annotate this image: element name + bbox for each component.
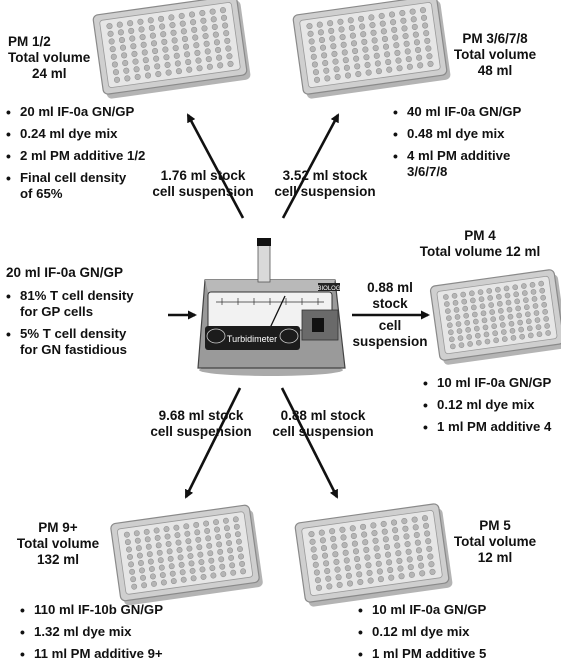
pm9-header: PM 9+ Total volume 132 ml (8, 520, 108, 568)
plate-pm5-icon (294, 503, 453, 607)
pm3678-list: 40 ml IF-0a GN/GP 0.48 ml dye mix 4 ml P… (393, 104, 558, 186)
label-arrow-pm3678: 3.52 ml stock cell suspension (270, 168, 380, 200)
arrow-to-pm12 (186, 113, 245, 219)
inoculum-gn-line2: for GN fastidious (20, 342, 127, 357)
brand-label: BIOLOG (317, 286, 340, 292)
pm5-header: PM 5 Total volume 12 ml (440, 518, 550, 566)
pm3678-title: PM 3/6/7/8 (462, 31, 528, 46)
pm9-list: 110 ml IF-10b GN/GP 1.32 ml dye mix 11 m… (20, 602, 190, 668)
list-item: 0.12 ml dye mix (423, 397, 561, 413)
arrow-pm4-line3: cell (378, 318, 402, 333)
list-item: 0.48 ml dye mix (393, 126, 558, 142)
arrow-pm3678-line2: cell suspension (274, 184, 376, 199)
pm12-amount: 24 ml (32, 66, 67, 81)
pm9-volume: Total volume (16, 536, 100, 551)
list-item: 1 ml PM additive 5 (358, 646, 528, 662)
label-arrow-pm12: 1.76 ml stock cell suspension (148, 168, 258, 200)
arrow-to-pm5 (280, 387, 339, 499)
pm9-title: PM 9+ (38, 520, 78, 535)
list-item: 10 ml IF-0a GN/GP (358, 602, 528, 618)
arrow-pm5-line2: cell suspension (272, 424, 374, 439)
label-arrow-pm5: 0.88 ml stock cell suspension (268, 408, 378, 440)
pm12-density-line2: of 65% (20, 186, 63, 201)
pm5-title: PM 5 (479, 518, 511, 533)
list-item: 20 ml IF-0a GN/GP (6, 104, 156, 120)
pm5-volume: Total volume (453, 534, 537, 549)
arrow-pm9-line1: 9.68 ml stock (158, 408, 244, 423)
arrow-to-pm3678 (281, 113, 340, 219)
list-item: 1.32 ml dye mix (20, 624, 190, 640)
list-item: 0.12 ml dye mix (358, 624, 528, 640)
list-item: 11 ml PM additive 9+ (20, 646, 190, 662)
pm12-volume: Total volume (8, 50, 91, 65)
arrow-pm12-line1: 1.76 ml stock (160, 168, 246, 183)
list-item: 10 ml IF-0a GN/GP (423, 375, 561, 391)
list-item: 2 ml PM additive 1/2 (6, 148, 156, 164)
plate-pm12-icon (92, 0, 251, 99)
pm3678-header: PM 3/6/7/8 Total volume 48 ml (440, 31, 550, 79)
list-item: 1 ml PM additive 4 (423, 419, 561, 435)
pm3678-additive-line2: 3/6/7/8 (407, 164, 448, 179)
inoculum-title: 20 ml IF-0a GN/GP (6, 265, 124, 280)
arrow-pm4-line4: suspension (352, 334, 428, 349)
arrow-to-pm9 (184, 387, 242, 499)
list-item: 0.24 ml dye mix (6, 126, 156, 142)
pm3678-amount: 48 ml (477, 63, 513, 78)
arrow-pm4-line1: 0.88 ml (367, 280, 413, 295)
inoculum-gp-line2: for GP cells (20, 304, 94, 319)
turbidimeter-icon: Turbidimeter BIOLOG (197, 238, 346, 376)
inoculum-gp-line1: 81% T cell density (20, 288, 134, 303)
plate-pm9-icon (110, 504, 263, 606)
arrow-pm4-line2: stock (372, 296, 408, 311)
pm12-list: 20 ml IF-0a GN/GP 0.24 ml dye mix 2 ml P… (6, 104, 156, 208)
pm12-density-line1: Final cell density (20, 170, 127, 185)
plate-pm4-icon (429, 269, 561, 365)
pm12-title: PM 1/2 (8, 34, 51, 49)
pm4-title: PM 4 (464, 228, 496, 243)
label-arrow-pm4: 0.88 ml stock cell suspension (350, 280, 430, 350)
pm5-list: 10 ml IF-0a GN/GP 0.12 ml dye mix 1 ml P… (358, 602, 528, 668)
pm3678-additive-line1: 4 ml PM additive (407, 148, 511, 163)
plate-pm3678-icon (292, 0, 451, 99)
arrow-pm9-line2: cell suspension (150, 424, 252, 439)
inoculum-gn-line1: 5% T cell density (20, 326, 127, 341)
pm4-volume: Total volume 12 ml (419, 244, 541, 259)
arrow-pm5-line1: 0.88 ml stock (280, 408, 366, 423)
arrow-pm3678-line1: 3.52 ml stock (282, 168, 368, 183)
list-item: 110 ml IF-10b GN/GP (20, 602, 190, 618)
label-arrow-pm9: 9.68 ml stock cell suspension (146, 408, 256, 440)
pm4-list: 10 ml IF-0a GN/GP 0.12 ml dye mix 1 ml P… (423, 375, 561, 441)
pm12-header: PM 1/2 Total volume 24 ml (8, 34, 90, 82)
arrow-pm12-line2: cell suspension (152, 184, 254, 199)
pm9-amount: 132 ml (36, 552, 80, 567)
turbidimeter-label: Turbidimeter (227, 334, 277, 344)
pm5-amount: 12 ml (477, 550, 513, 565)
list-item: 40 ml IF-0a GN/GP (393, 104, 558, 120)
pm3678-volume: Total volume (453, 47, 537, 62)
pm4-header: PM 4 Total volume 12 ml (405, 228, 555, 260)
